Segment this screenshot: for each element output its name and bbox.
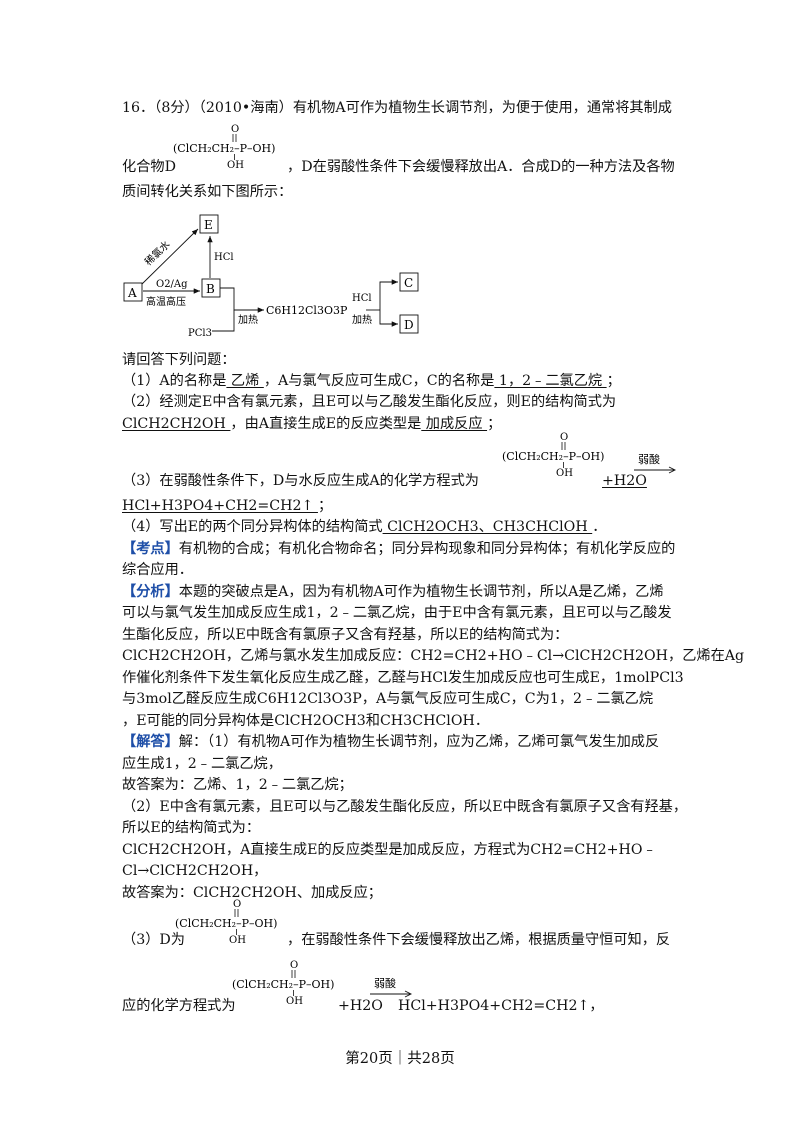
jieda-line1: 【解答】解：（1）有机物A可作为植物生长调节剂，应为乙烯，乙烯可氯气发生加成反 bbox=[122, 734, 660, 750]
svg-text:O: O bbox=[290, 960, 298, 971]
node-d: D bbox=[404, 318, 414, 332]
reagent-dilute-chlorine-water: 稀氯水 bbox=[142, 238, 173, 268]
node-c-box bbox=[399, 272, 419, 292]
node-a: A bbox=[127, 286, 137, 300]
reagent-hcl-right: HCl bbox=[352, 293, 372, 304]
kaodian-line2: 综合应用． bbox=[122, 562, 193, 578]
fenxi-line6: 与3mol乙醛反应生成C6H12Cl3O3P，A与氯气反应可生成C，C为1，2﹣… bbox=[122, 691, 654, 707]
svg-text:(ClCH₂CH₂–P–OH): (ClCH₂CH₂–P–OH) bbox=[502, 450, 604, 463]
node-c: C bbox=[404, 276, 413, 290]
jieda-line10-h2o: +H2O bbox=[338, 998, 383, 1014]
q3-answer: HCl+H3PO4+CH2=CH2↑ bbox=[122, 498, 318, 514]
condition-heat-2: 加热 bbox=[352, 313, 372, 326]
jieda-line7: Cl→ClCH2CH2OH， bbox=[122, 863, 268, 879]
prompt: 请回答下列问题： bbox=[122, 352, 236, 368]
node-e: E bbox=[204, 218, 213, 232]
fenxi-line3: 生酯化反应，所以E中既含有氯原子又含有羟基，所以E的结构简式为： bbox=[122, 627, 569, 643]
reagent-pcl3: PCl3 bbox=[188, 328, 212, 339]
svg-text:OH: OH bbox=[286, 996, 303, 1007]
jieda-line5: 所以E的结构简式为： bbox=[122, 820, 261, 836]
q2-line2: ClCH2CH2OH ，由A直接生成E的反应类型是 加成反应 ； bbox=[122, 416, 502, 432]
svg-text:O: O bbox=[560, 432, 568, 443]
fenxi-line4: ClCH2CH2OH，乙烯与氯水发生加成反应：CH2=CH2+HO﹣Cl→ClC… bbox=[122, 648, 745, 664]
svg-text:OH: OH bbox=[229, 935, 246, 946]
q3-line2: HCl+H3PO4+CH2=CH2↑ ； bbox=[122, 498, 333, 514]
intermediate-formula: C6H12Cl3O3P bbox=[266, 304, 348, 317]
question-line2-pre: 化合物D bbox=[122, 159, 176, 175]
jieda-line9-pre: （3）D为 bbox=[122, 932, 185, 948]
q1-answer-1: 乙烯 bbox=[226, 373, 264, 389]
struct-oxygen: O bbox=[231, 124, 239, 135]
weak-acid-arrow-q3: 弱酸 bbox=[634, 452, 678, 478]
fenxi-line2: 可以与氯气发生加成反应生成1，2﹣二氯乙烷，由于E中含有氯元素，且E可以与乙酸发 bbox=[122, 605, 672, 621]
struct-formula: (ClCH₂CH₂–P–OH) bbox=[173, 142, 275, 155]
reagent-o2-ag: O2/Ag bbox=[156, 279, 188, 290]
struct-hydroxyl: OH bbox=[227, 160, 244, 171]
jieda-line4: （2）E中含有氯元素，且E可以与乙酸发生酯化反应，所以E中既含有氯原子又含有羟基… bbox=[122, 799, 688, 815]
question-line3: 质间转化关系如下图所示： bbox=[122, 184, 293, 200]
q3-line1: （3）在弱酸性条件下，D与水反应生成A的化学方程式为 bbox=[122, 473, 479, 489]
jieda-line8: 故答案为：ClCH2CH2OH、加成反应； bbox=[122, 885, 382, 901]
kaodian-line1: 【考点】有机物的合成；有机化合物命名；同分异构现象和同分异构体；有机化学反应的 bbox=[122, 541, 676, 557]
page-footer: 第20页｜共28页 bbox=[345, 1051, 455, 1067]
q2-line1: （2）经测定E中含有氯元素，且E可以与乙酸发生酯化反应，则E的结构简式为 bbox=[122, 394, 617, 410]
reagent-hcl-up: HCl bbox=[214, 252, 234, 263]
node-d-box bbox=[399, 314, 419, 334]
structure-formula-jieda-2: O (ClCH₂CH₂–P–OH) OH bbox=[232, 958, 382, 1007]
q4-line: （4）写出E的两个同分异构体的结构简式 ClCH2OCH3、CH3CHClOH … bbox=[122, 519, 607, 535]
question-line2-post: ，D在弱酸性条件下会缓慢释放出A．合成D的一种方法及各物 bbox=[287, 159, 675, 175]
q1-line: （1）A的名称是 乙烯 ，A与氯气反应可生成C，C的名称是 1，2﹣二氯乙烷 ； bbox=[122, 373, 621, 389]
question-header: 16．（8分）（2010•海南）有机物A可作为植物生长调节剂，为便于使用，通常将… bbox=[122, 100, 672, 116]
structure-formula-1: O (ClCH₂CH₂–P–OH) OH bbox=[173, 122, 323, 171]
node-e-box bbox=[199, 214, 219, 234]
node-a-box bbox=[123, 282, 143, 302]
reaction-scheme: A B E C D 稀氯水 HCl O2/Ag 高温高压 PCl3 加热 C6H… bbox=[123, 214, 419, 339]
condition-heat: 加热 bbox=[238, 313, 258, 326]
jieda-line9-post: ，在弱酸性条件下会缓慢释放出乙烯，根据质量守恒可知，反 bbox=[287, 932, 671, 948]
svg-text:弱酸: 弱酸 bbox=[638, 452, 660, 466]
q1-answer-2: 1，2﹣二氯乙烷 bbox=[494, 373, 607, 389]
svg-text:OH: OH bbox=[556, 468, 573, 479]
jieda-line2: 应生成1，2﹣二氯乙烷， bbox=[122, 756, 282, 772]
jieda-line3: 故答案为：乙烯、1，2﹣二氯乙烷； bbox=[122, 777, 353, 793]
structure-formula-q3: O (ClCH₂CH₂–P–OH) OH bbox=[502, 430, 652, 479]
q2-answer-2: 加成反应 bbox=[421, 416, 488, 432]
condition-high-temp-pressure: 高温高压 bbox=[146, 295, 186, 308]
q4-answer: ClCH2OCH3、CH3CHClOH bbox=[382, 519, 593, 535]
fenxi-tag: 【分析】 bbox=[122, 584, 179, 600]
jieda-line10-pre: 应的化学方程式为 bbox=[122, 998, 236, 1014]
node-b: B bbox=[206, 282, 215, 296]
weak-acid-arrow-jieda: 弱酸 bbox=[370, 976, 414, 1002]
fenxi-line7: ，E可能的同分异构体是ClCH2OCH3和CH3CHClOH． bbox=[122, 713, 490, 729]
q2-answer-1: ClCH2CH2OH bbox=[122, 416, 231, 432]
jieda-line6: ClCH2CH2OH，A直接生成E的反应类型是加成反应，方程式为CH2=CH2+… bbox=[122, 842, 657, 858]
kaodian-tag: 【考点】 bbox=[122, 541, 179, 557]
svg-text:(ClCH₂CH₂–P–OH): (ClCH₂CH₂–P–OH) bbox=[232, 978, 334, 991]
structure-formula-jieda-1: O (ClCH₂CH₂–P–OH) OH bbox=[175, 897, 325, 946]
q3-h2o: +H2O bbox=[602, 473, 647, 489]
fenxi-line5: 作催化剂条件下发生氧化反应生成乙醛，乙醛与HCl发生加成反应也可生成E，1mol… bbox=[122, 670, 684, 686]
jieda-tag: 【解答】 bbox=[122, 734, 179, 750]
jieda-line10-post: HCl+H3PO4+CH2=CH2↑， bbox=[398, 998, 604, 1014]
svg-text:(ClCH₂CH₂–P–OH): (ClCH₂CH₂–P–OH) bbox=[175, 917, 277, 930]
fenxi-line1: 【分析】本题的突破点是A，因为有机物A可作为植物生长调节剂，所以A是乙烯，乙烯 bbox=[122, 584, 664, 600]
svg-text:弱酸: 弱酸 bbox=[374, 976, 396, 990]
svg-text:O: O bbox=[233, 899, 241, 910]
